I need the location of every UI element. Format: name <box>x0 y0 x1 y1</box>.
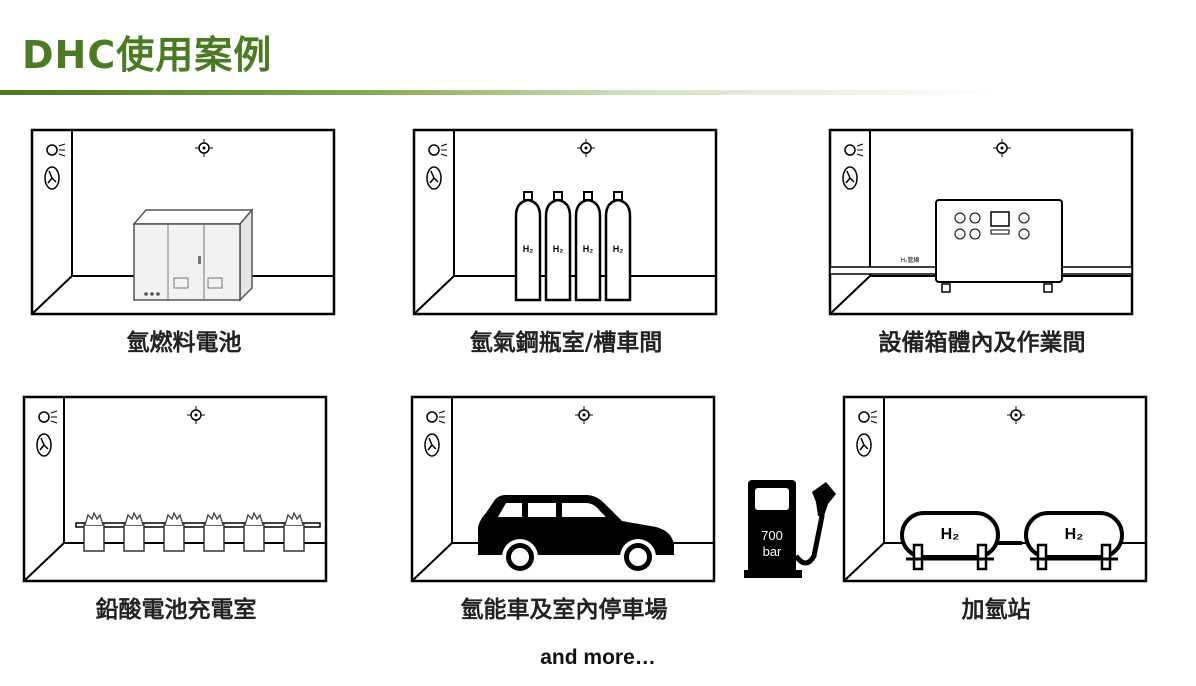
fan-icon <box>44 166 60 190</box>
gas-detector-icon <box>993 139 1011 157</box>
gas-cylinder: H₂ <box>514 191 542 302</box>
fan-icon <box>842 166 858 190</box>
gas-detector-icon <box>187 406 205 424</box>
fan-icon <box>856 433 872 457</box>
equipment-box <box>935 199 1063 293</box>
fan-icon <box>426 166 442 190</box>
cylinder-label: H₂ <box>523 244 534 254</box>
battery <box>203 511 225 552</box>
pump-unit: bar <box>763 544 782 559</box>
case-caption: 鉛酸電池充電室 <box>95 597 257 623</box>
gas-cylinder: H₂ <box>574 191 602 302</box>
case-parking <box>410 395 718 585</box>
cylinder-label: H₂ <box>613 244 624 254</box>
case-cylinder-room: H₂ H₂ H₂ H₂ <box>412 128 720 318</box>
case-hydrogen-station: H₂ H₂ <box>842 395 1150 585</box>
gas-detector-icon <box>1007 406 1025 424</box>
battery-rack-bar <box>75 522 321 528</box>
case-fuel-cell <box>30 128 338 318</box>
case-caption: 氫氣鋼瓶室/槽車間 <box>469 330 663 356</box>
gas-detector-icon <box>575 406 593 424</box>
battery <box>163 511 185 552</box>
case-caption: 加氫站 <box>961 597 1031 623</box>
pipe-label: H₂管線 <box>901 256 920 264</box>
light-icon <box>428 143 448 157</box>
and-more-footer: and more… <box>540 646 656 669</box>
gas-detector-icon <box>195 139 213 157</box>
case-caption: 氫能車及室內停車場 <box>460 597 668 623</box>
gas-cylinder: H₂ <box>604 191 632 302</box>
car <box>478 495 674 575</box>
case-caption: 氫燃料電池 <box>126 330 242 356</box>
battery <box>283 511 305 552</box>
fan-icon <box>36 433 52 457</box>
battery <box>243 511 265 552</box>
case-equipment-room: H₂管線 <box>828 128 1136 318</box>
case-caption: 設備箱體內及作業間 <box>878 330 1086 356</box>
light-icon <box>46 143 66 157</box>
tank-label: H₂ <box>941 526 960 543</box>
h2-tank: H₂ <box>900 511 1000 571</box>
battery <box>123 511 145 552</box>
battery <box>83 511 105 552</box>
tank-label: H₂ <box>1065 526 1084 543</box>
gas-cylinder: H₂ <box>544 191 572 302</box>
light-icon <box>844 143 864 157</box>
h2-tank: H₂ <box>1024 511 1124 571</box>
hydrogen-pump: 700 bar <box>742 476 842 582</box>
cylinder-label: H₂ <box>553 244 564 254</box>
cylinder-label: H₂ <box>583 244 594 254</box>
light-icon <box>858 410 878 424</box>
gas-detector-icon <box>577 139 595 157</box>
light-icon <box>426 410 446 424</box>
title-underline <box>0 90 1000 95</box>
light-icon <box>38 410 58 424</box>
page-title: DHC使用案例 <box>22 33 273 77</box>
fan-icon <box>424 433 440 457</box>
case-battery-room <box>22 395 330 585</box>
pump-pressure: 700 <box>761 528 783 543</box>
fuel-cell-cabinet <box>132 207 254 302</box>
